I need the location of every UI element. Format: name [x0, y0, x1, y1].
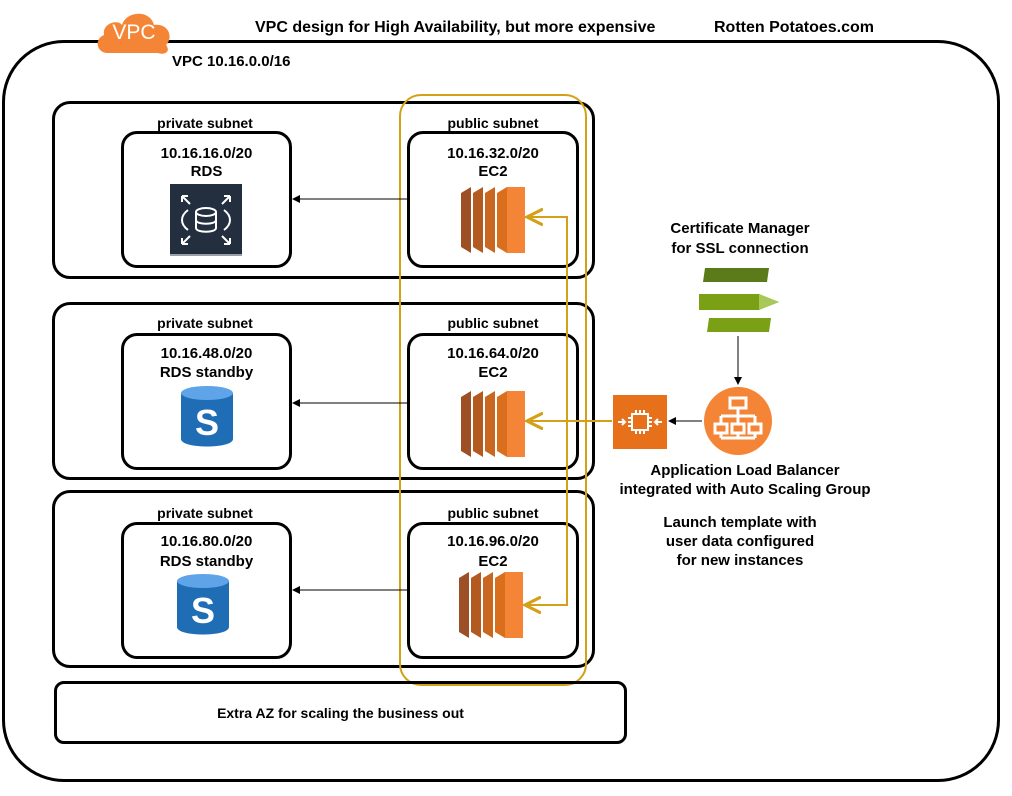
- arrow-asg-to-ec2-3: [525, 421, 568, 605]
- private-subnet-cidr-2: 10.16.48.0/20: [160, 345, 253, 362]
- load-balancer-icon: [703, 386, 773, 456]
- private-subnet-service-3: RDS standby: [159, 553, 254, 570]
- az-row-2: [52, 302, 595, 480]
- ec2-instance-icon: [461, 391, 525, 457]
- public-subnet-service-1: EC2: [478, 163, 508, 180]
- launch-template-label-2: user data configured: [665, 533, 815, 550]
- extra-az-box: [54, 681, 627, 744]
- cert-manager-label-2: for SSL connection: [671, 240, 809, 257]
- public-subnet-1: [407, 131, 579, 268]
- vpc-cidr-label: VPC 10.16.0.0/16: [172, 53, 291, 70]
- private-subnet-cidr-3: 10.16.80.0/20: [160, 533, 253, 550]
- private-subnet-2: [121, 333, 292, 470]
- private-subnet-service-1: RDS: [190, 163, 223, 180]
- public-subnet-title-3: public subnet: [447, 505, 539, 521]
- alb-label-1: Application Load Balancer: [650, 462, 840, 479]
- rds-database-icon: [170, 184, 242, 256]
- certificate-manager-icon: [699, 268, 779, 334]
- public-subnet-group: [399, 94, 587, 686]
- public-subnet-title-2: public subnet: [447, 315, 539, 331]
- private-subnet-cidr-1: 10.16.16.0/20: [160, 145, 253, 162]
- public-subnet-cidr-3: 10.16.96.0/20: [447, 533, 539, 550]
- private-subnet-1: [121, 131, 292, 268]
- private-subnet-title-3: private subnet: [157, 505, 253, 521]
- public-subnet-cidr-1: 10.16.32.0/20: [447, 145, 539, 162]
- svg-text:S: S: [195, 402, 219, 443]
- private-subnet-title-2: private subnet: [157, 315, 253, 331]
- extra-az-label: Extra AZ for scaling the business out: [217, 705, 464, 721]
- svg-text:S: S: [191, 590, 215, 631]
- vpc-boundary: [2, 40, 1000, 782]
- brand-label: Rotten Potatoes.com: [714, 19, 875, 36]
- auto-scaling-icon: [613, 395, 667, 449]
- diagram-title: VPC design for High Availability, but mo…: [255, 19, 656, 36]
- private-subnet-3: [121, 522, 292, 659]
- s3-bucket-icon: S: [179, 385, 235, 449]
- arrow-asg-to-ec2-1: [527, 217, 568, 421]
- public-subnet-service-3: EC2: [478, 553, 508, 570]
- private-subnet-title-1: private subnet: [157, 115, 253, 131]
- public-subnet-title-1: public subnet: [447, 115, 539, 131]
- ec2-instance-icon: [461, 187, 525, 253]
- vpc-badge-label: VPC: [112, 21, 156, 44]
- launch-template-label-1: Launch template with: [663, 514, 817, 531]
- s3-bucket-icon: S: [175, 573, 231, 637]
- az-row-1: [52, 101, 595, 279]
- vpc-badge: VPC: [92, 5, 176, 57]
- alb-label-2: integrated with Auto Scaling Group: [619, 481, 871, 498]
- ec2-instance-icon: [459, 572, 523, 638]
- public-subnet-service-2: EC2: [478, 364, 508, 381]
- cloud-icon: [97, 13, 170, 54]
- public-subnet-2: [407, 333, 579, 470]
- launch-template-label-3: for new instances: [676, 552, 804, 569]
- az-row-3: [52, 490, 595, 668]
- public-subnet-3: [407, 522, 579, 659]
- private-subnet-service-2: RDS standby: [159, 364, 254, 381]
- public-subnet-cidr-2: 10.16.64.0/20: [447, 345, 539, 362]
- cert-manager-label-1: Certificate Manager: [670, 220, 810, 237]
